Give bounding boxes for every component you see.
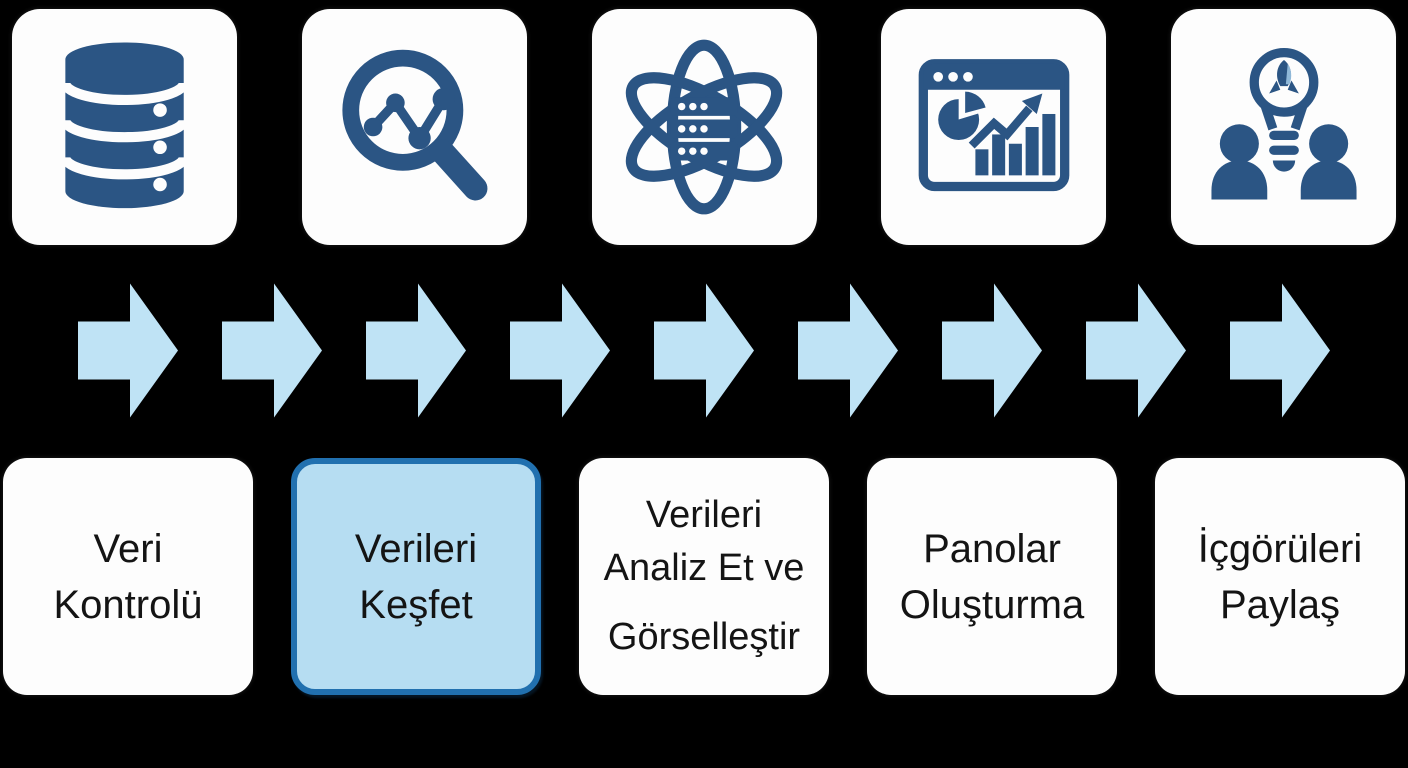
step-label-line: Panolar [923,526,1061,571]
step-label-line: Görselleştir [607,616,801,659]
step-label-line: Kontrolü [53,582,203,627]
step-label-line: Keşfet [359,582,473,627]
icon-card-veri-kontrolu [12,9,237,245]
icon-row [12,9,1396,245]
icon-card-panolar-olusturma [881,9,1107,245]
arrow-right-icon [942,283,1042,418]
arrow-right-icon [510,283,610,418]
database-icon [60,42,189,209]
icon-card-verileri-kesfet [301,9,527,245]
arrow-right-icon [222,283,322,418]
step-label-line: Paylaş [1219,582,1341,627]
step-label-line: Veri [93,526,163,571]
magnifier-chart-icon [342,49,488,201]
icon-card-icgorileri-paylas [1171,9,1396,245]
arrow-row [78,283,1330,418]
idea-share-icon [1210,47,1357,200]
arrow-right-icon [654,283,754,418]
step-label-line: Oluşturma [899,582,1085,627]
arrow-right-icon [1086,283,1186,418]
icon-card-verileri-analiz [591,9,817,245]
arrow-right-icon [366,283,466,418]
dashboard-chart-icon [918,59,1070,192]
arrow-right-icon [798,283,898,418]
step-label-line: Analiz Et ve [603,546,805,589]
arrow-right-icon [1230,283,1330,418]
step-label-line: İçgörüleri [1197,526,1363,571]
arrow-right-icon [78,283,178,418]
atom-data-icon [625,39,783,215]
step-label-line: Verileri [645,493,763,536]
step-label-line: Verileri [354,526,478,571]
